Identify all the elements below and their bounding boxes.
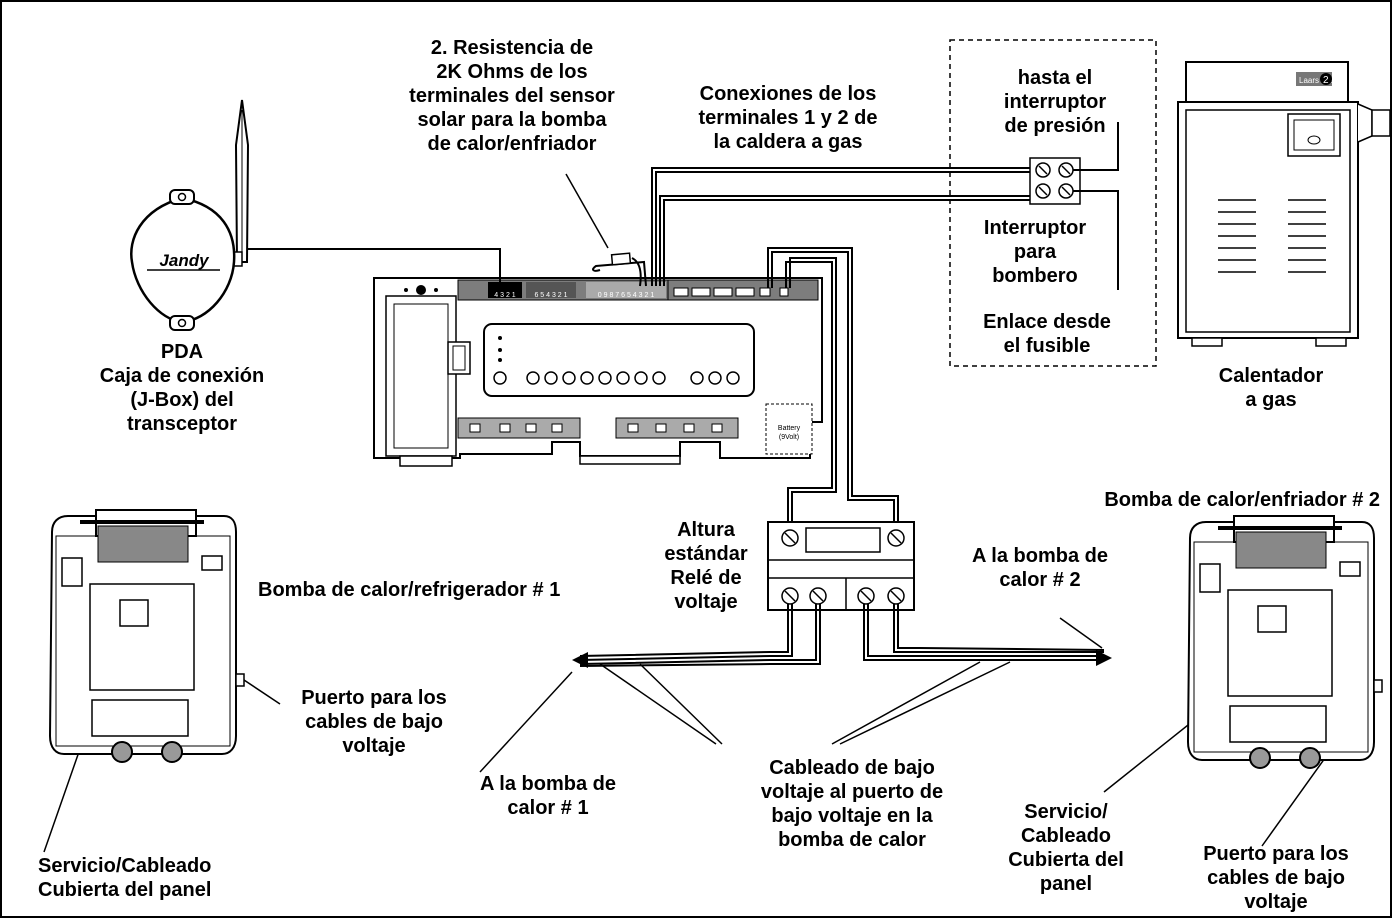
- resistor-component: [592, 252, 647, 287]
- terminal-block-1: [488, 282, 522, 298]
- heat-pump-2: [1186, 515, 1383, 769]
- gas-heater: Laars Lite 2: [1177, 61, 1391, 347]
- service2-label: Servicio/ Cableado Cubierta del panel: [1008, 801, 1124, 895]
- fireman-switch-box: [949, 39, 1157, 367]
- pda-label: PDA Caja de conexión (J-Box) del transce…: [99, 341, 265, 435]
- fusible-link-label: Enlace desde el fusible: [983, 311, 1111, 357]
- terminal-block-2: [526, 282, 576, 298]
- pda-junction-box: Jandy: [130, 99, 250, 331]
- heat-pump-1: [48, 509, 245, 763]
- battery-label-line2: (9Volt): [779, 434, 799, 441]
- low-voltage-wires: [579, 604, 1105, 667]
- pressure-switch-label: hasta el interruptor de presión: [1003, 67, 1107, 137]
- relay-control-wires: [767, 247, 899, 534]
- fireman-switch-label: Interruptor para bombero: [983, 217, 1087, 287]
- gas-heater-wires: [651, 167, 1034, 286]
- resistor-label: 2. Resistencia de 2K Ohms de los termina…: [409, 37, 615, 155]
- wiring-label: Cableado de bajo voltaje al puerto de ba…: [760, 757, 944, 851]
- switch-terminal-block: [1029, 122, 1119, 290]
- battery-label-line1: Battery: [778, 425, 801, 432]
- to-pump1-label: A la bomba de calor # 1: [480, 773, 616, 819]
- wire-arrow-left: [572, 652, 588, 668]
- heater-model: 2: [1323, 75, 1329, 86]
- service1-label: Servicio/Cableado Cubierta del panel: [38, 855, 212, 901]
- pda-cable: [248, 248, 501, 286]
- gas-heater-terminals-label: Conexiones de los terminales 1 y 2 de la…: [698, 83, 878, 153]
- button-panel: [483, 323, 755, 397]
- jandy-logo: Jandy: [159, 251, 210, 270]
- pump1-title: Bomba de calor/refrigerador # 1: [258, 579, 561, 601]
- wire-arrow-right: [1096, 650, 1112, 666]
- heater-brand: Laars Lite: [1299, 76, 1335, 85]
- voltage-relay: [767, 521, 915, 611]
- terminal-block-3-numbers: 0 9 8 7 6 5 4 3 2 1: [598, 292, 655, 299]
- port1-label: Puerto para los cables de bajo voltaje: [301, 687, 447, 757]
- terminal-block-1-numbers: 4 3 2 1: [494, 292, 516, 299]
- to-pump2-label: A la bomba de calor # 2: [972, 545, 1108, 591]
- control-board: 4 3 2 1 6 5 4 3 2 1 0 9 8 7 6 5 4 3 2 1: [373, 277, 823, 467]
- gas-heater-label: Calentador a gas: [1218, 365, 1324, 411]
- battery-holder: [765, 403, 813, 455]
- port2-label: Puerto para los cables de bajo voltaje: [1203, 843, 1349, 913]
- pump2-title: Bomba de calor/enfriador # 2: [1104, 489, 1380, 511]
- terminal-block-2-numbers: 6 5 4 3 2 1: [534, 292, 567, 299]
- relay-label: Altura estándar Relé de voltaje: [664, 519, 748, 613]
